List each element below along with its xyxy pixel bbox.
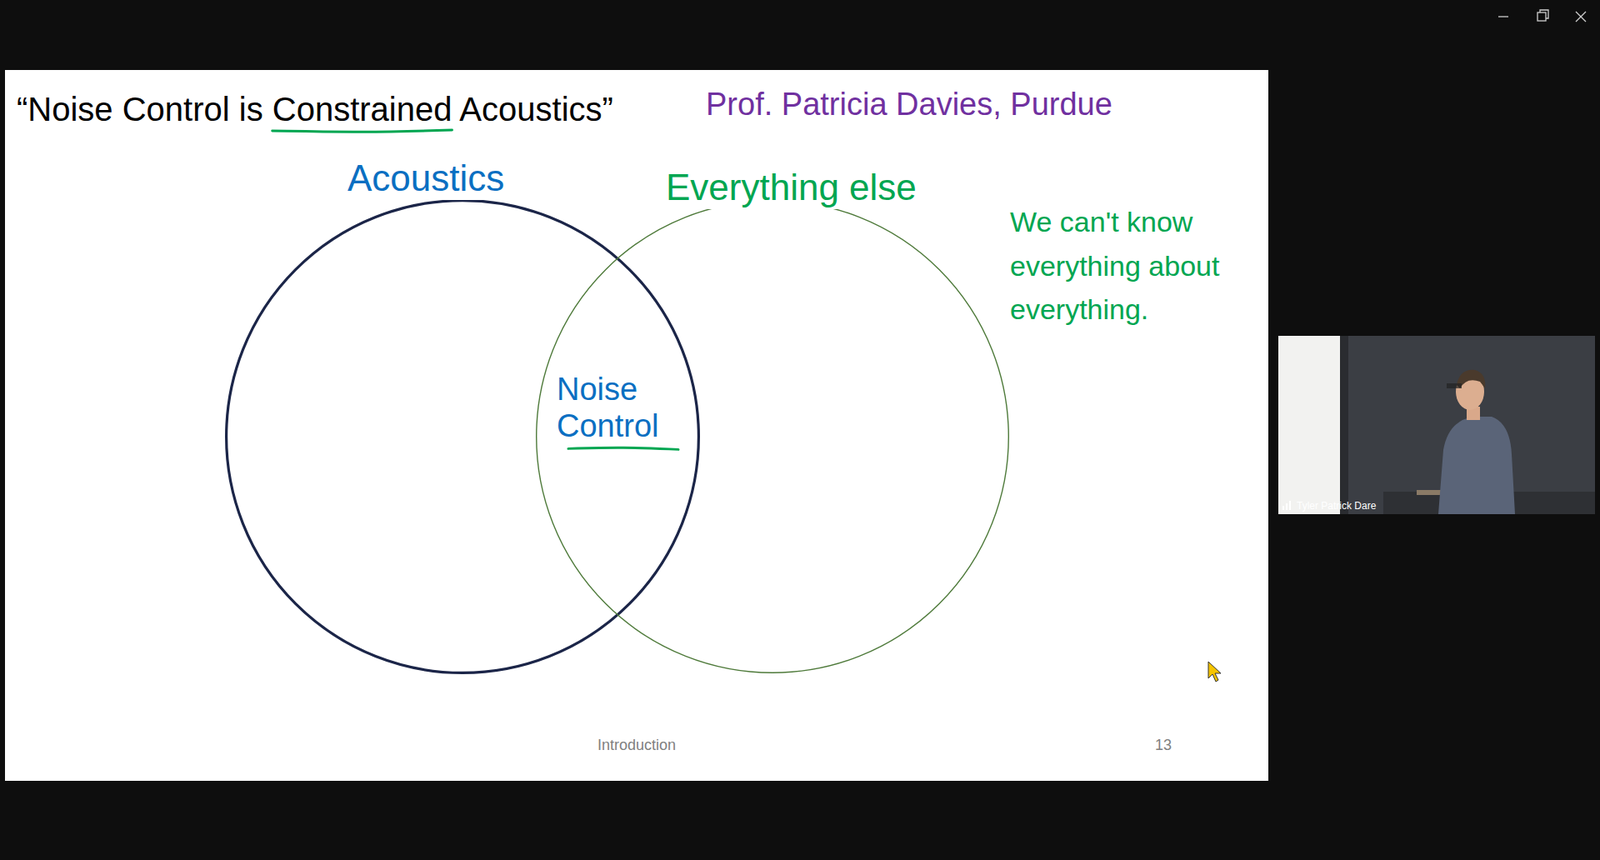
- participant-name: Tyler Patrick Dare: [1296, 500, 1376, 513]
- slide-title: “Noise Control is Constrained Acoustics”: [16, 90, 614, 129]
- circle-heading: Acoustics: [344, 157, 508, 200]
- attribution-note: Prof. Patricia Davies, Purdue: [705, 86, 1113, 124]
- slide-ground: [5, 70, 1269, 781]
- window-controls: [1498, 10, 1586, 22]
- label-underline: [568, 447, 679, 450]
- overlap-label: Noise Control: [556, 371, 682, 445]
- circle-heading: Everything else: [662, 166, 920, 210]
- webcam-video: [1278, 335, 1595, 515]
- title-underline: [272, 130, 453, 132]
- footer-text: Introduction: [597, 736, 676, 755]
- page-number: 13: [1155, 736, 1172, 755]
- side-note: We can't know everything about everythin…: [1010, 200, 1252, 332]
- circle-stroke: [226, 200, 700, 674]
- circle-stroke: [536, 200, 1010, 674]
- mouse-cursor: [1208, 661, 1221, 682]
